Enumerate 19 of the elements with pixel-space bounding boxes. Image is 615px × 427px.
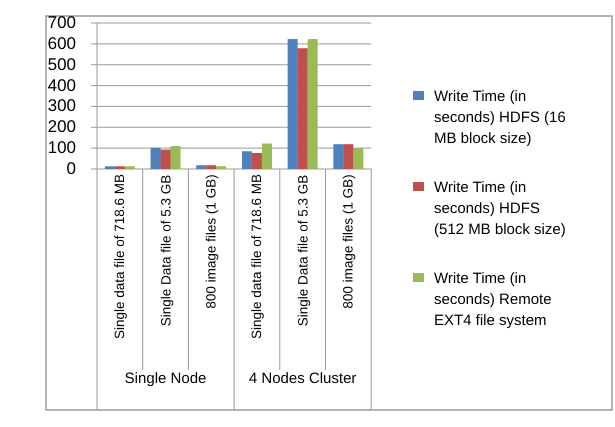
y-tick-label: 500 — [48, 54, 76, 75]
group-label: Single Node — [124, 370, 208, 387]
category-label: Single data file of 718.6 MB — [250, 174, 264, 340]
group-label: 4 Nodes Cluster — [248, 370, 358, 387]
y-tick-label: 700 — [48, 13, 76, 33]
category-label: 800 image files (1 GB) — [341, 174, 356, 308]
category-label: Single data file of 718.6 MB — [112, 174, 128, 340]
legend-label: Write Time (in seconds) HDFS (512 MB block size) — [434, 178, 567, 240]
y-tick-label: 400 — [48, 76, 76, 96]
y-tick-label: 100 — [48, 138, 76, 158]
category-label: 800 image files (1 GB) — [204, 174, 219, 308]
legend-label: Write Time (in seconds) Remote EXT4 file system — [434, 269, 553, 331]
y-tick-label: 600 — [48, 34, 76, 54]
y-tick-label: 200 — [48, 117, 76, 138]
y-tick-label: 300 — [48, 96, 76, 116]
category-label: Single Data file of 5.3 GB — [158, 174, 173, 326]
y-tick-label: 0 — [66, 159, 76, 179]
legend-label: Write Time (in seconds) HDFS (16 MB block size) — [434, 87, 567, 149]
category-label: Single Data file of 5.3 GB — [294, 174, 310, 326]
